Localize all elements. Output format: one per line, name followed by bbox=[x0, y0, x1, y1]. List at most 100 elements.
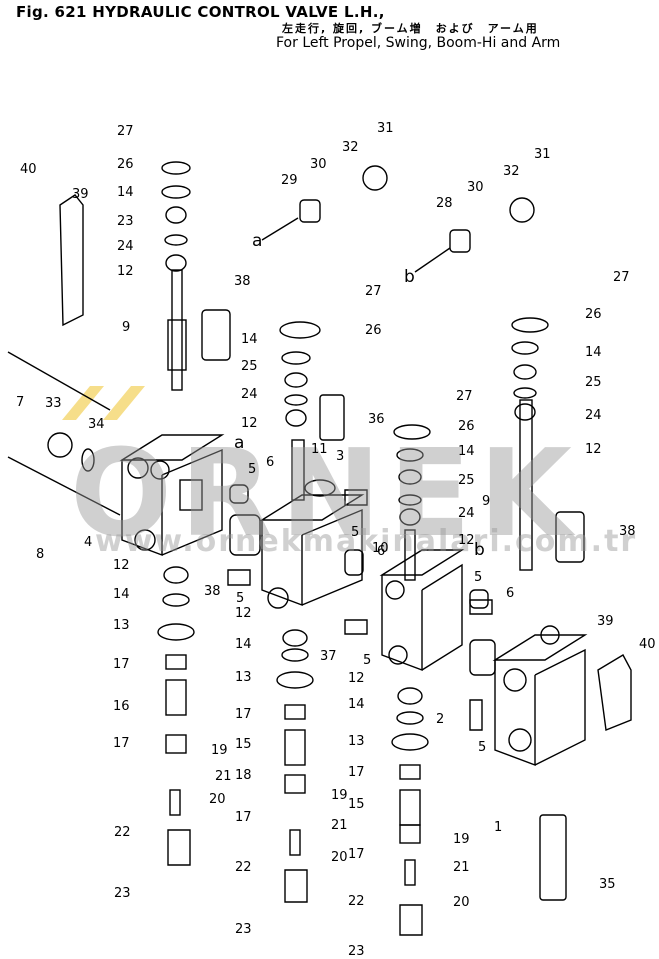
callout-38: 38 bbox=[204, 584, 221, 599]
callout-30: 30 bbox=[310, 157, 327, 172]
bracket-39-left bbox=[59, 194, 84, 327]
callout-16: 16 bbox=[113, 699, 130, 714]
callout-32: 32 bbox=[342, 140, 359, 155]
callout-24: 24 bbox=[585, 408, 602, 423]
callout-12: 12 bbox=[458, 533, 475, 548]
callout-21: 21 bbox=[453, 860, 470, 875]
relief-valve-38 bbox=[201, 309, 231, 361]
callout-12: 12 bbox=[585, 442, 602, 457]
callout-31: 31 bbox=[534, 147, 551, 162]
callout-22: 22 bbox=[114, 825, 131, 840]
callout-29: 29 bbox=[281, 173, 298, 188]
spool-9-right bbox=[519, 399, 533, 571]
callout-21: 21 bbox=[215, 769, 232, 784]
callout-8: 8 bbox=[36, 547, 45, 562]
callout-24: 24 bbox=[458, 506, 475, 521]
callout-27: 27 bbox=[456, 389, 473, 404]
callout-24: 24 bbox=[117, 239, 134, 254]
callout-19: 19 bbox=[453, 832, 470, 847]
plug-31 bbox=[362, 165, 388, 191]
japanese-subtitle: 左走行, 旋回, ブーム増 および アーム用 bbox=[282, 22, 539, 35]
tie-rod-7 bbox=[7, 351, 111, 411]
valve-section-1 bbox=[492, 625, 588, 767]
o-ring-34 bbox=[81, 448, 95, 472]
callout-14: 14 bbox=[241, 332, 258, 347]
callout-14: 14 bbox=[235, 637, 252, 652]
callout-30: 30 bbox=[467, 180, 484, 195]
callout-23: 23 bbox=[114, 886, 131, 901]
callout-32: 32 bbox=[503, 164, 520, 179]
tie-rod-8 bbox=[7, 456, 121, 516]
callout-17: 17 bbox=[348, 847, 365, 862]
callout-26: 26 bbox=[585, 307, 602, 322]
callout-12: 12 bbox=[235, 606, 252, 621]
callout-14: 14 bbox=[117, 185, 134, 200]
callout-25: 25 bbox=[585, 375, 602, 390]
callout-26: 26 bbox=[458, 419, 475, 434]
callout-13: 13 bbox=[113, 618, 130, 633]
callout-6: 6 bbox=[266, 455, 275, 470]
callout-24: 24 bbox=[241, 387, 258, 402]
callout-9: 9 bbox=[122, 320, 131, 335]
callout-27: 27 bbox=[117, 124, 134, 139]
callout-14: 14 bbox=[348, 697, 365, 712]
callout-11: 11 bbox=[311, 442, 328, 457]
callout-5: 5 bbox=[248, 462, 257, 477]
callout-12: 12 bbox=[348, 671, 365, 686]
callout-19: 19 bbox=[331, 788, 348, 803]
callout-15: 15 bbox=[235, 737, 252, 752]
callout-40: 40 bbox=[639, 637, 656, 652]
callout-21: 21 bbox=[331, 818, 348, 833]
callout-26: 26 bbox=[117, 157, 134, 172]
callout-12: 12 bbox=[241, 416, 258, 431]
callout-12: 12 bbox=[113, 558, 130, 573]
callout-17: 17 bbox=[235, 810, 252, 825]
callout-40: 40 bbox=[20, 162, 37, 177]
callout-37: 37 bbox=[320, 649, 337, 664]
callout-7: 7 bbox=[16, 395, 25, 410]
callout-10: 10 bbox=[372, 541, 389, 556]
callout-25: 25 bbox=[458, 473, 475, 488]
callout-33: 33 bbox=[45, 396, 62, 411]
callout-b: b bbox=[404, 267, 415, 287]
callout-25: 25 bbox=[241, 359, 258, 374]
callout-38: 38 bbox=[234, 274, 251, 289]
callout-23: 23 bbox=[117, 214, 134, 229]
relief-valve-38-right bbox=[555, 511, 585, 563]
callout-17: 17 bbox=[235, 707, 252, 722]
callout-5: 5 bbox=[351, 525, 360, 540]
callout-39: 39 bbox=[597, 614, 614, 629]
callout-b: b bbox=[474, 540, 485, 560]
callout-28: 28 bbox=[436, 196, 453, 211]
plug-33 bbox=[47, 432, 73, 458]
callout-22: 22 bbox=[235, 860, 252, 875]
callout-a: a bbox=[252, 231, 263, 251]
callout-20: 20 bbox=[209, 792, 226, 807]
callout-2: 2 bbox=[436, 712, 445, 727]
callout-4: 4 bbox=[84, 535, 93, 550]
callout-34: 34 bbox=[88, 417, 105, 432]
seal-stacks bbox=[157, 161, 549, 936]
callout-17: 17 bbox=[113, 736, 130, 751]
callout-35: 35 bbox=[599, 877, 616, 892]
callout-5: 5 bbox=[363, 653, 372, 668]
valve-section-4 bbox=[119, 434, 225, 557]
callout-36: 36 bbox=[368, 412, 385, 427]
valve-section-2 bbox=[379, 529, 465, 672]
callout-5: 5 bbox=[478, 740, 487, 755]
valve-35 bbox=[539, 814, 567, 901]
check-valve-29 bbox=[299, 199, 321, 223]
callout-a: a bbox=[234, 433, 245, 453]
callout-1: 1 bbox=[494, 820, 503, 835]
callout-17: 17 bbox=[113, 657, 130, 672]
valve-section-3 bbox=[259, 439, 365, 609]
callout-39: 39 bbox=[72, 187, 89, 202]
callout-3: 3 bbox=[336, 449, 345, 464]
plug-31-b bbox=[509, 197, 535, 223]
callout-5: 5 bbox=[236, 591, 245, 606]
check-valve-28 bbox=[449, 229, 471, 253]
callout-15: 15 bbox=[348, 797, 365, 812]
callout-31: 31 bbox=[377, 121, 394, 136]
callout-13: 13 bbox=[348, 734, 365, 749]
